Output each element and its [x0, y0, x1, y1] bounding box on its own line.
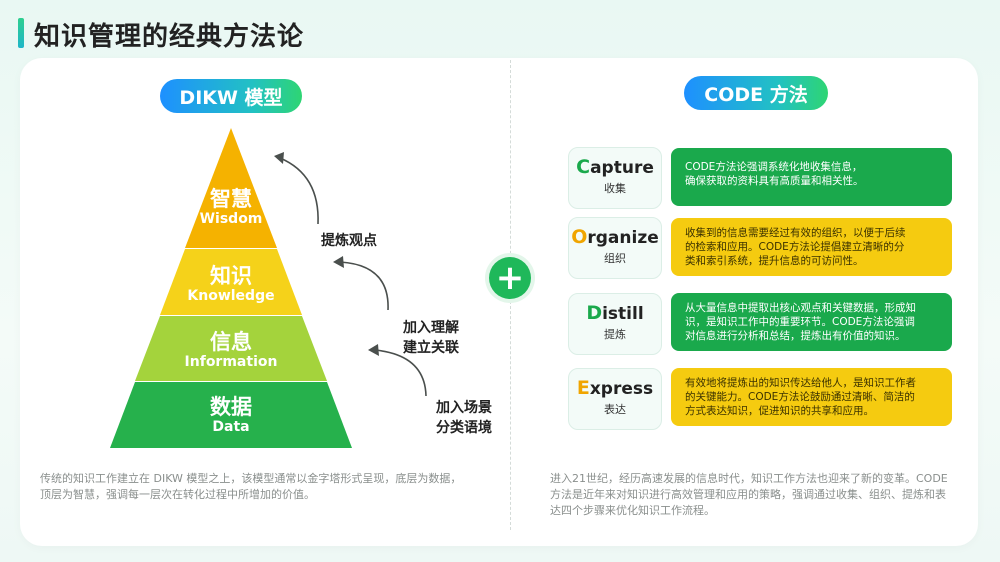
arrow-curve-3	[374, 349, 427, 397]
arrow-label-1-line1: 提炼观点	[321, 233, 377, 249]
code-step-express: Express 表达	[568, 368, 662, 430]
code-step-capture: Capture 收集	[568, 147, 662, 209]
arrow-label-2-line2: 建立关联	[403, 340, 459, 356]
title-accent-bar	[18, 18, 24, 48]
code-description-line3: 达四个步骤来优化知识工作流程。	[550, 504, 715, 517]
code-description-line1: 进入21世纪，经历高速发展的信息时代，知识工作方法也迎来了新的变革。CODE	[550, 472, 948, 485]
organize-desc-line1: 收集到的信息需要经过有效的组织，以便于后续	[685, 227, 906, 239]
dikw-description: 传统的知识工作建立在 DIKW 模型之上，该模型通常以金字塔形式呈现，底层为数据…	[40, 471, 480, 503]
dikw-badge: DIKW 模型	[160, 79, 302, 113]
pyramid-label-wisdom: 智慧 Wisdom	[186, 187, 276, 228]
code-description: 进入21世纪，经历高速发展的信息时代，知识工作方法也迎来了新的变革。CODE 方…	[550, 471, 960, 519]
organize-title: Organize	[569, 226, 661, 248]
pyramid-level-information	[135, 316, 327, 381]
distill-title: Distill	[569, 302, 661, 324]
data-en: Data	[212, 419, 250, 435]
organize-desc-line2: 的检索和应用。CODE方法论提倡建立清晰的分	[685, 241, 905, 253]
arrow-curve-2	[339, 261, 389, 311]
express-zh: 表达	[604, 403, 626, 416]
pyramid-level-knowledge	[160, 249, 302, 315]
code-description-line2: 方法是近年来对知识进行高效管理和应用的策略，强调通过收集、组织、提炼和表	[550, 488, 946, 501]
capture-desc-line1: CODE方法论强调系统化地收集信息，	[685, 161, 863, 173]
information-en: Information	[184, 354, 278, 370]
organize-zh: 组织	[604, 252, 626, 265]
arrow-curve-1	[279, 157, 319, 225]
express-title: Express	[569, 377, 661, 399]
arrow-label-1: 提炼观点	[321, 231, 377, 251]
pyramid-label-information: 信息 Information	[171, 330, 291, 371]
arrow-label-3: 加入场景 分类语境	[436, 398, 492, 438]
code-badge: CODE 方法	[684, 76, 828, 110]
capture-zh: 收集	[604, 182, 626, 195]
arrow-label-3-line2: 分类语境	[436, 420, 492, 436]
capture-desc-line2: 确保获取的资料具有高质量和相关性。	[685, 175, 864, 187]
express-desc-line2: 的关键能力。CODE方法论鼓励通过清晰、简洁的	[685, 391, 915, 403]
express-rest: xpress	[589, 379, 654, 399]
pyramid-level-wisdom	[185, 128, 277, 248]
pyramid-level-data	[110, 382, 352, 448]
distill-desc-line2: 识，是知识工作中的重要环节。CODE方法论强调	[685, 316, 915, 328]
capture-rest: apture	[590, 158, 654, 178]
express-first-letter: E	[576, 377, 590, 399]
code-step-distill: Distill 提炼	[568, 293, 662, 355]
distill-desc-line3: 对信息进行分析和总结，提炼出有价值的知识。	[685, 330, 906, 342]
knowledge-zh: 知识	[210, 264, 252, 288]
wisdom-en: Wisdom	[199, 211, 263, 227]
arrow-head-2	[333, 256, 344, 268]
knowledge-en: Knowledge	[187, 288, 275, 304]
arrow-label-2: 加入理解 建立关联	[403, 318, 459, 358]
plus-icon: +	[489, 257, 531, 299]
arrow-label-2-line1: 加入理解	[403, 320, 459, 336]
arrow-label-3-line1: 加入场景	[436, 400, 492, 416]
distill-desc-line1: 从大量信息中提取出核心观点和关键数据，形成知	[685, 302, 916, 314]
capture-title: Capture	[569, 156, 661, 178]
distill-first-letter: D	[586, 302, 603, 324]
code-desc-capture: CODE方法论强调系统化地收集信息， 确保获取的资料具有高质量和相关性。	[671, 148, 952, 206]
code-desc-organize: 收集到的信息需要经过有效的组织，以便于后续 的检索和应用。CODE方法论提倡建立…	[671, 218, 952, 276]
distill-zh: 提炼	[604, 328, 626, 341]
organize-desc-line3: 类和索引系统，提升信息的可访问性。	[685, 255, 864, 267]
organize-first-letter: O	[571, 226, 588, 248]
distill-rest: istill	[602, 304, 644, 324]
dikw-description-line2: 顶层为智慧，强调每一层次在转化过程中所增加的价值。	[40, 488, 315, 501]
arrow-head-3	[368, 344, 379, 356]
express-desc-line1: 有效地将提炼出的知识传达给他人，是知识工作者	[685, 377, 916, 389]
code-desc-express: 有效地将提炼出的知识传达给他人，是知识工作者 的关键能力。CODE方法论鼓励通过…	[671, 368, 952, 426]
organize-rest: rganize	[587, 228, 659, 248]
code-step-organize: Organize 组织	[568, 217, 662, 279]
dikw-description-line1: 传统的知识工作建立在 DIKW 模型之上，该模型通常以金字塔形式呈现，底层为数据…	[40, 472, 462, 485]
code-desc-distill: 从大量信息中提取出核心观点和关键数据，形成知 识，是知识工作中的重要环节。COD…	[671, 293, 952, 351]
data-zh: 数据	[210, 395, 252, 419]
express-desc-line3: 方式表达知识，促进知识的共享和应用。	[685, 405, 874, 417]
pyramid-label-knowledge: 知识 Knowledge	[176, 264, 286, 305]
pyramid-label-data: 数据 Data	[186, 395, 276, 436]
page-title: 知识管理的经典方法论	[34, 22, 305, 52]
capture-first-letter: C	[576, 156, 591, 178]
information-zh: 信息	[210, 330, 252, 354]
arrow-head-1	[274, 152, 284, 164]
wisdom-zh: 智慧	[210, 187, 252, 211]
